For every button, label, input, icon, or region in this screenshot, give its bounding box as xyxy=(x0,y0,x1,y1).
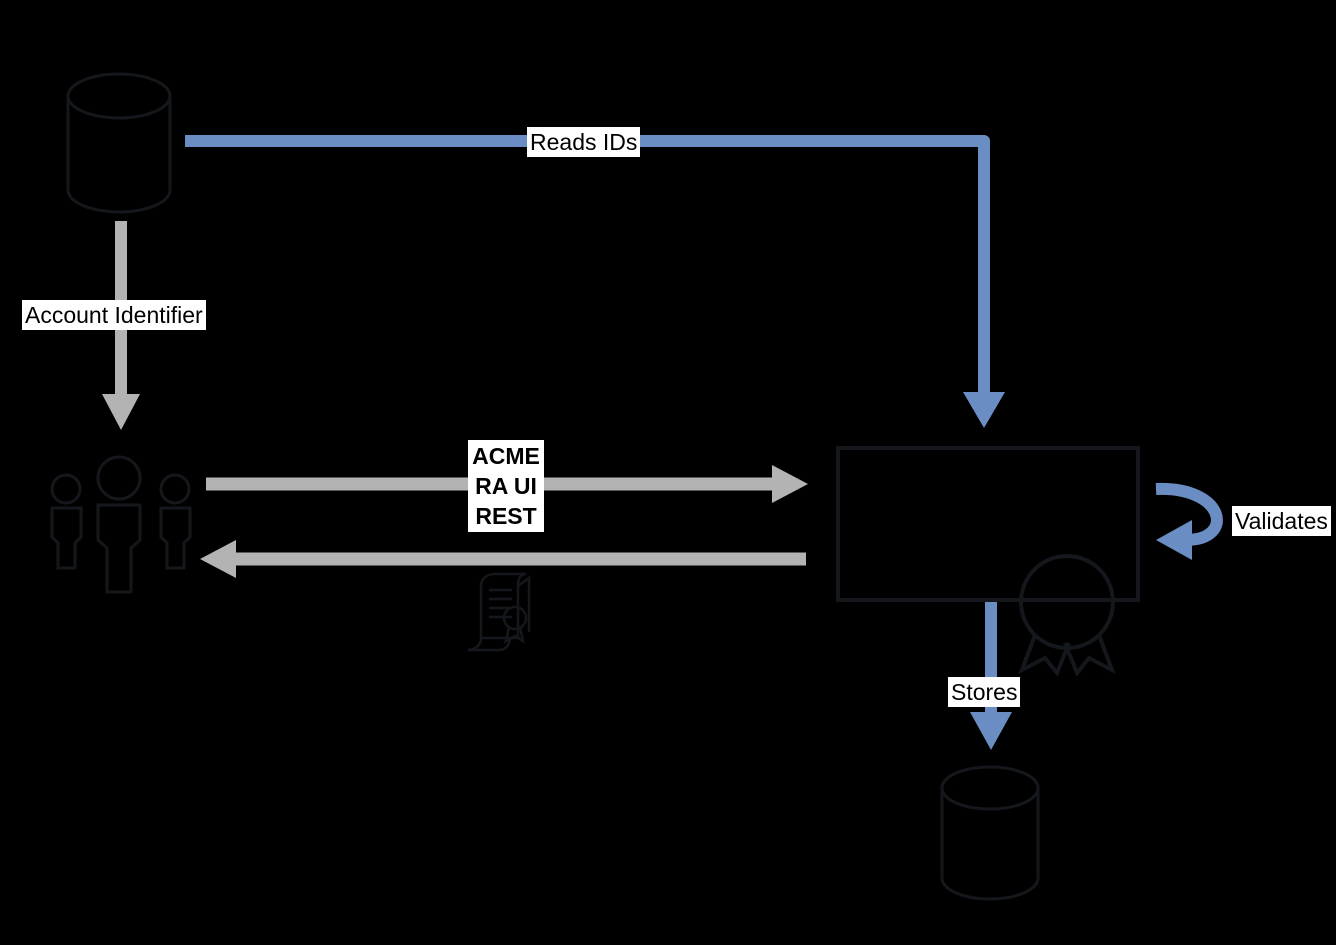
edge-label-stores: Stores xyxy=(948,677,1021,707)
acme-label-line-2: RA UI xyxy=(475,473,537,499)
edge-stores xyxy=(970,600,1012,750)
source-database-cylinder xyxy=(66,72,172,214)
ra-service-box xyxy=(836,446,1140,602)
target-database-cylinder xyxy=(940,765,1040,901)
users-group xyxy=(50,455,192,594)
acme-label-line-3: REST xyxy=(475,503,537,529)
edge-label-account-identifier: Account Identifier xyxy=(22,300,206,330)
certificate-document xyxy=(467,572,531,652)
edge-label-validates: Validates xyxy=(1232,506,1331,536)
edge-label-acme-ra-ui-rest: ACME RA UI REST xyxy=(468,440,544,532)
certificate-seal xyxy=(1018,554,1116,677)
edge-reads-ids xyxy=(185,135,1005,428)
acme-label-line-1: ACME xyxy=(472,443,540,469)
edge-validates xyxy=(1155,482,1223,560)
edge-label-reads-ids: Reads IDs xyxy=(527,127,641,157)
edge-response xyxy=(200,540,806,578)
